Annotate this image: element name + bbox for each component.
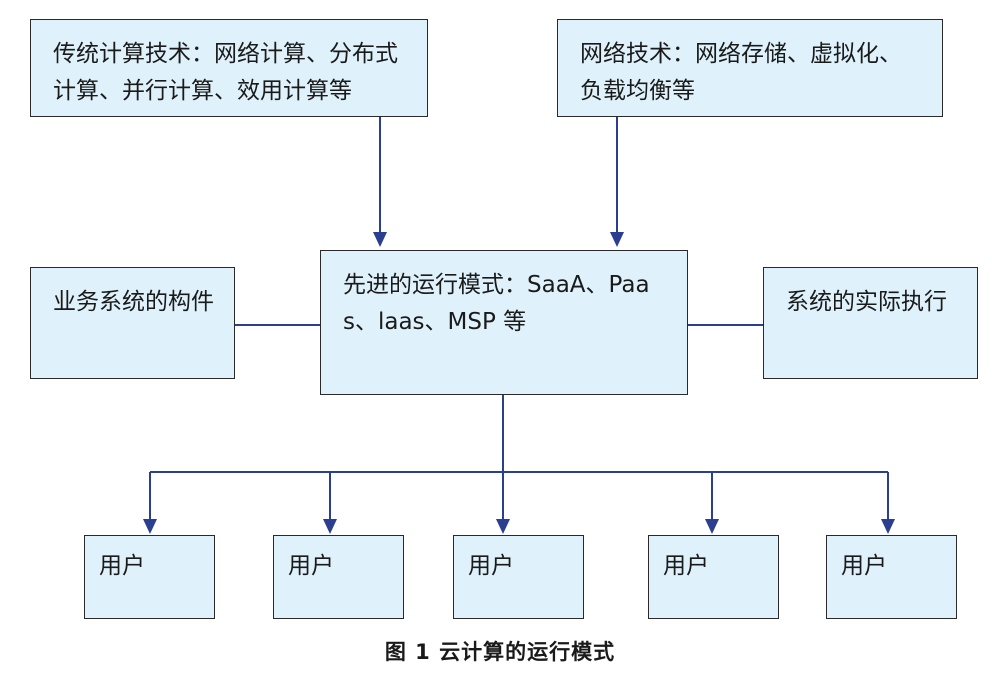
arrowhead-user-1	[143, 519, 157, 534]
arrowhead-user-3	[496, 519, 510, 534]
arrowhead-user-5	[881, 519, 895, 534]
node-user: 用户	[273, 535, 404, 619]
arrowhead-user-4	[705, 519, 719, 534]
node-business-components: 业务系统的构件	[30, 267, 235, 379]
figure-caption: 图 1 云计算的运行模式	[384, 640, 616, 664]
arrowhead-traditional-to-advanced	[373, 232, 387, 247]
node-actual-execution: 系统的实际执行	[763, 267, 978, 379]
node-traditional-computing: 传统计算技术：网络计算、分布式计算、并行计算、效用计算等	[30, 19, 428, 117]
arrowhead-user-2	[323, 519, 337, 534]
node-advanced-mode: 先进的运行模式：SaaA、Paas、laas、MSP 等	[320, 250, 688, 395]
node-user: 用户	[84, 535, 215, 619]
node-user: 用户	[648, 535, 779, 619]
node-user: 用户	[826, 535, 957, 619]
node-network-technology: 网络技术：网络存储、虚拟化、负载均衡等	[557, 19, 943, 117]
node-user: 用户	[453, 535, 584, 619]
arrowhead-network-to-advanced	[610, 232, 624, 247]
